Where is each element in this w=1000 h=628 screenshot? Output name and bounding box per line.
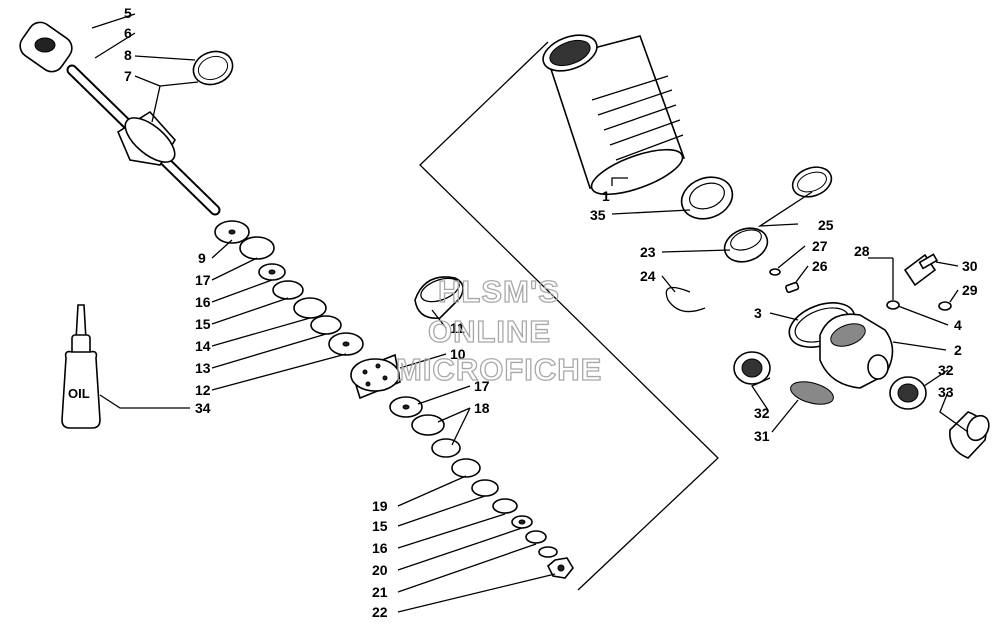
callout-2: 2 — [954, 342, 962, 358]
callout-5: 5 — [124, 5, 132, 21]
callout-15b: 15 — [372, 518, 388, 534]
callout-22: 22 — [372, 604, 388, 620]
watermark-line-3: MICROFICHE — [396, 352, 602, 387]
callout-28: 28 — [854, 243, 870, 259]
callout-4: 4 — [954, 317, 962, 333]
snap-ring — [665, 286, 706, 313]
piston — [350, 358, 400, 392]
air-valve-assembly — [868, 253, 952, 311]
callout-3: 3 — [754, 305, 762, 321]
callout-33: 33 — [938, 384, 954, 400]
seal-components — [665, 166, 833, 313]
callout-26: 26 — [812, 258, 828, 274]
callout-16: 16 — [195, 294, 211, 310]
callout-31: 31 — [754, 428, 770, 444]
callout-19: 19 — [372, 498, 388, 514]
watermark-line-2: ONLINE — [428, 314, 551, 349]
oil-bottle: OIL — [61, 304, 101, 429]
watermark-line-1: HLSM'S — [438, 274, 560, 309]
callout-21: 21 — [372, 584, 388, 600]
rebound-valve-stack — [389, 396, 574, 579]
callout-25: 25 — [818, 217, 834, 233]
callout-labels: 5 6 8 7 9 17 16 15 14 13 12 34 11 10 17 … — [124, 5, 978, 620]
callout-11: 11 — [450, 320, 465, 336]
piston-assembly — [350, 276, 464, 400]
callout-18: 18 — [474, 400, 490, 416]
callout-6: 6 — [124, 25, 132, 41]
shock-body — [542, 34, 686, 196]
callout-34: 34 — [195, 400, 211, 416]
callout-32a: 32 — [938, 362, 954, 378]
callout-14: 14 — [195, 338, 211, 354]
compression-valve-stack — [214, 220, 364, 356]
callout-9: 9 — [198, 250, 206, 266]
callout-29: 29 — [962, 282, 978, 298]
assembly-bracket — [419, 41, 719, 591]
leader-lines — [91, 13, 969, 613]
callout-20: 20 — [372, 562, 388, 578]
callout-7: 7 — [124, 68, 132, 84]
callout-8: 8 — [124, 47, 132, 63]
callout-17b: 17 — [474, 378, 490, 394]
callout-30: 30 — [962, 258, 978, 274]
callout-17: 17 — [195, 272, 211, 288]
callout-16b: 16 — [372, 540, 388, 556]
callout-13: 13 — [195, 360, 211, 376]
callout-35: 35 — [590, 207, 606, 223]
callout-23: 23 — [640, 244, 656, 260]
callout-12: 12 — [195, 382, 211, 398]
end-cap-assembly — [733, 302, 990, 459]
callout-10: 10 — [450, 346, 466, 362]
oil-label: OIL — [68, 386, 90, 401]
callout-27: 27 — [812, 238, 828, 254]
callout-24: 24 — [640, 268, 656, 284]
dust-seal — [790, 381, 834, 405]
piston-shaft-assembly — [19, 21, 234, 216]
watermark: HLSM'S ONLINE MICROFICHE — [395, 273, 602, 387]
callout-32b: 32 — [754, 405, 770, 421]
callout-1: 1 — [602, 188, 610, 204]
callout-15: 15 — [195, 316, 211, 332]
